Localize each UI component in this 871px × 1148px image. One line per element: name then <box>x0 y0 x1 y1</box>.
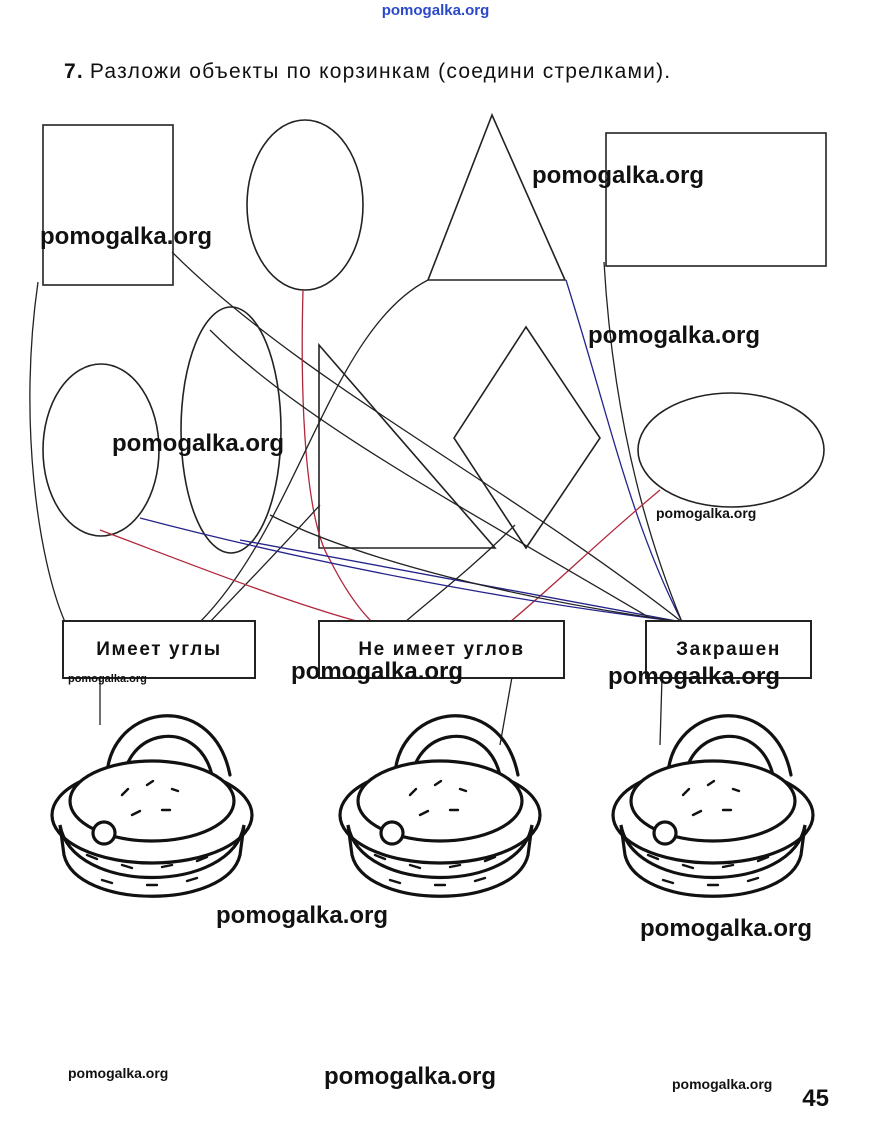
basket-1[interactable] <box>50 714 254 898</box>
site-watermark-top: pomogalka.org <box>381 2 490 19</box>
basket-3[interactable] <box>611 714 815 898</box>
watermark: pomogalka.org <box>656 505 757 521</box>
shape-ellipse-tall[interactable] <box>180 306 282 554</box>
page-number: 45 <box>802 1085 829 1112</box>
shape-right-triangle[interactable] <box>318 342 497 549</box>
watermark: pomogalka.org <box>608 663 781 690</box>
shape-triangle-top[interactable] <box>426 112 567 281</box>
category-box-filled[interactable]: Закрашен <box>645 620 812 679</box>
watermark: pomogalka.org <box>216 902 389 929</box>
basket-2[interactable] <box>338 714 542 898</box>
category-label-has-corners: Имеет углы <box>96 638 222 660</box>
category-label-no-corners: Не имеет углов <box>358 638 525 660</box>
category-box-has-corners[interactable]: Имеет углы <box>62 620 256 679</box>
task-instruction: Разложи объекты по корзинкам (соедини ст… <box>89 60 672 83</box>
watermark: pomogalka.org <box>672 1076 773 1092</box>
watermark: pomogalka.org <box>291 658 464 685</box>
watermark: pomogalka.org <box>588 322 761 349</box>
task-title: 7.Разложи объекты по корзинкам (соедини … <box>64 60 671 84</box>
shape-rhombus[interactable] <box>453 325 601 550</box>
shape-ellipse-top[interactable] <box>246 119 364 291</box>
connector-lines <box>29 251 683 746</box>
watermark: pomogalka.org <box>640 915 813 942</box>
category-label-filled: Закрашен <box>676 638 781 660</box>
shape-rectangle-tall[interactable] <box>42 124 174 286</box>
watermark: pomogalka.org <box>112 430 285 457</box>
shape-ellipse-right[interactable] <box>637 392 825 508</box>
category-box-no-corners[interactable]: Не имеет углов <box>318 620 565 679</box>
watermark: pomogalka.org <box>68 1065 169 1081</box>
watermark: pomogalka.org <box>324 1063 497 1090</box>
watermark: pomogalka.org <box>40 223 213 250</box>
watermark: pomogalka.org <box>68 673 147 685</box>
shape-ellipse-left[interactable] <box>42 363 160 537</box>
task-number: 7. <box>64 60 84 83</box>
watermark: pomogalka.org <box>532 162 705 189</box>
shape-rectangle-wide[interactable] <box>605 132 827 267</box>
